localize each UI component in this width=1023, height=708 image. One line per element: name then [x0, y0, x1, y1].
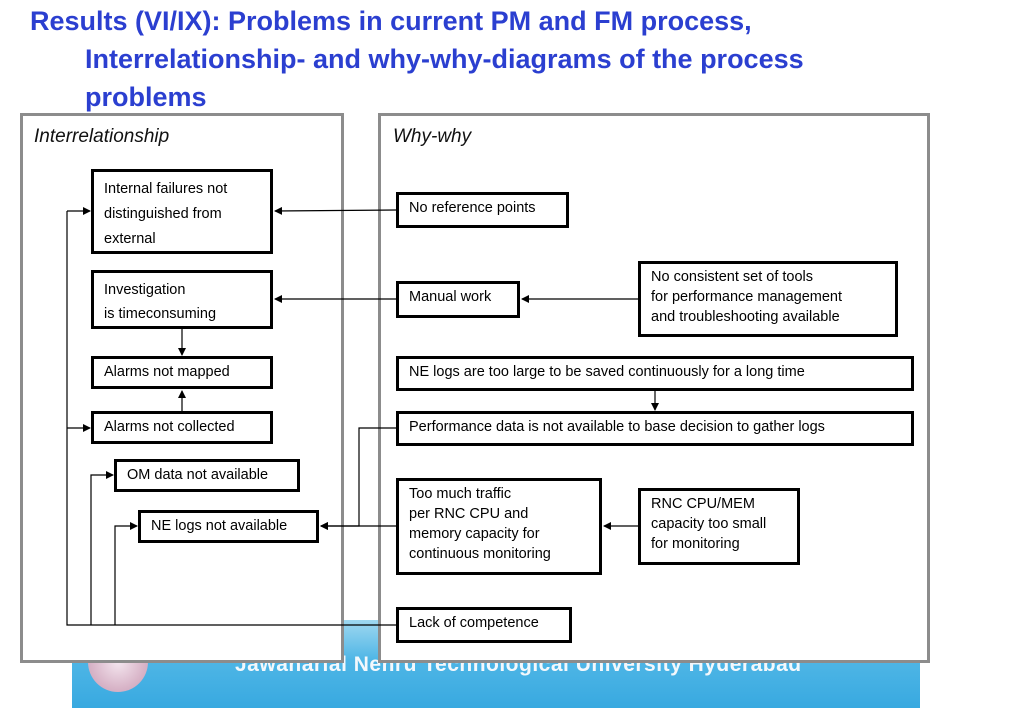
too-much-traffic-line-4: continuous monitoring [409, 546, 551, 562]
too-much-traffic-line-3: memory capacity for [409, 526, 540, 542]
no-consistent-tools-line-3: and troubleshooting available [651, 309, 840, 325]
no-consistent-tools-line-1: No consistent set of tools [651, 269, 813, 285]
no-reference-points-text: No reference points [409, 200, 536, 216]
performance-data-text: Performance data is not available to bas… [409, 419, 825, 435]
manual-work-text: Manual work [409, 289, 492, 305]
rnc-capacity-line-2: capacity too small [651, 516, 767, 532]
too-much-traffic-box: Too much traffic per RNC CPU and memory … [396, 478, 602, 575]
title-line-2: Interrelationship- and why-why-diagrams … [85, 44, 804, 74]
arrow-perf-to-nelogs [320, 427, 396, 530]
rnc-capacity-line-3: for monitoring [651, 536, 740, 552]
arrow-reference-to-internal [274, 206, 397, 215]
alarms-not-collected-box: Alarms not collected [91, 411, 273, 444]
investigation-box: Investigation is timeconsuming [91, 270, 273, 329]
why-why-label: Why-why [393, 126, 472, 147]
slide-title: Results (VI/IX): Problems in current PM … [30, 2, 1010, 116]
arrow-competence-to-om [90, 471, 114, 625]
no-reference-points-box: No reference points [396, 192, 569, 228]
manual-work-box: Manual work [396, 281, 520, 318]
internal-failures-line-1: Internal failures not [104, 181, 228, 197]
alarms-not-mapped-text: Alarms not mapped [104, 364, 230, 380]
too-much-traffic-line-1: Too much traffic [409, 486, 512, 502]
no-consistent-tools-box: No consistent set of tools for performan… [638, 261, 898, 337]
alarms-not-collected-text: Alarms not collected [104, 419, 235, 435]
competence-feedback-line [66, 211, 396, 626]
ne-logs-not-available-box: NE logs not available [138, 510, 319, 543]
rnc-capacity-line-1: RNC CPU/MEM [651, 496, 755, 512]
internal-failures-line-3: external [104, 231, 156, 247]
performance-data-box: Performance data is not available to bas… [396, 411, 914, 446]
investigation-line-1: Investigation [104, 282, 186, 298]
title-line-1: Results (VI/IX): Problems in current PM … [30, 6, 752, 36]
interrelationship-label: Interrelationship [34, 126, 170, 147]
too-much-traffic-line-2: per RNC CPU and [409, 506, 529, 522]
no-consistent-tools-line-2: for performance management [651, 289, 843, 305]
investigation-line-2: is timeconsuming [104, 306, 217, 322]
ne-logs-not-available-text: NE logs not available [151, 518, 288, 534]
internal-failures-line-2: distinguished from [104, 206, 222, 222]
lack-of-competence-box: Lack of competence [396, 607, 572, 643]
title-line-3: problems [85, 82, 207, 112]
om-data-box: OM data not available [114, 459, 300, 492]
internal-failures-box: Internal failures not distinguished from… [91, 169, 273, 254]
arrow-competence-to-nelogs [114, 522, 138, 625]
om-data-text: OM data not available [127, 467, 269, 483]
alarms-not-mapped-box: Alarms not mapped [91, 356, 273, 389]
lack-of-competence-text: Lack of competence [409, 615, 539, 631]
rnc-capacity-box: RNC CPU/MEM capacity too small for monit… [638, 488, 800, 565]
ne-logs-too-large-text: NE logs are too large to be saved contin… [409, 364, 805, 380]
ne-logs-too-large-box: NE logs are too large to be saved contin… [396, 356, 914, 391]
